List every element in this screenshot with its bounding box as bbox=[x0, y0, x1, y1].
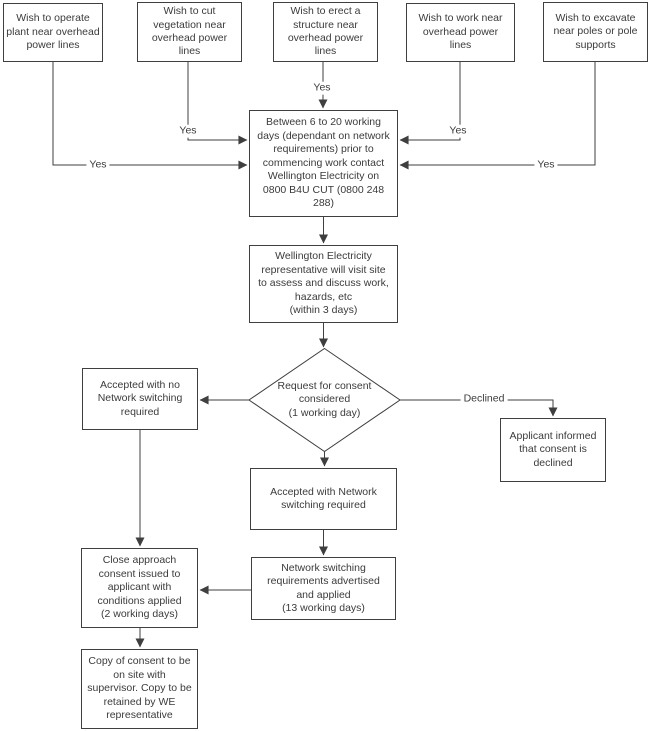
edge-label-yes-excavate: Yes bbox=[534, 158, 558, 172]
flow-node-consent-decision: Request for consent considered (1 workin… bbox=[252, 374, 397, 426]
flow-node-network-switching-requirements: Network switching requirements advertise… bbox=[251, 557, 396, 620]
flow-node-text: Network switching requirements advertise… bbox=[267, 561, 380, 614]
edge-label-yes-erect: Yes bbox=[310, 81, 334, 95]
flow-node-wish-excavate: Wish to excavate near poles or pole supp… bbox=[543, 2, 648, 62]
flow-node-close-approach-consent: Close approach consent issued to applica… bbox=[81, 548, 198, 628]
decision-diamond-shape bbox=[248, 347, 401, 453]
flow-node-text: Applicant informed that consent is decli… bbox=[509, 429, 597, 469]
flow-node-copy-of-consent: Copy of consent to be on site with super… bbox=[81, 649, 198, 729]
flow-node-text: Wish to cut vegetation near overhead pow… bbox=[151, 5, 228, 58]
flow-node-text: Accepted with no Network switching requi… bbox=[97, 378, 183, 418]
flow-node-site-visit: Wellington Electricity representative wi… bbox=[249, 245, 398, 323]
arrow-work-to-contact bbox=[399, 62, 461, 145]
flow-node-accepted-with-switching: Accepted with Network switching required bbox=[250, 468, 397, 530]
edge-label-yes-work: Yes bbox=[446, 124, 470, 138]
arrow-excavate-to-contact bbox=[399, 62, 596, 170]
edge-label-yes-cut: Yes bbox=[176, 124, 200, 138]
arrow-decision-to-declined bbox=[400, 399, 558, 417]
flow-node-text: Copy of consent to be on site with super… bbox=[87, 655, 192, 722]
arrow-cut-to-contact bbox=[187, 62, 248, 145]
flow-node-wish-erect-structure: Wish to erect a structure near overhead … bbox=[273, 2, 378, 62]
edge-label-declined: Declined bbox=[460, 392, 508, 406]
arrow-operate-to-contact bbox=[52, 62, 248, 170]
flow-node-text: Between 6 to 20 working days (dependant … bbox=[257, 116, 390, 210]
flow-node-wish-operate-plant: Wish to operate plant near overhead powe… bbox=[3, 3, 103, 62]
flow-node-consent-declined: Applicant informed that consent is decli… bbox=[500, 418, 606, 482]
flow-node-text: Request for consent considered (1 workin… bbox=[277, 379, 372, 419]
flow-node-accepted-no-switching: Accepted with no Network switching requi… bbox=[82, 368, 198, 430]
flow-node-contact-wellington-electricity: Between 6 to 20 working days (dependant … bbox=[249, 110, 398, 217]
flow-node-text: Wish to operate plant near overhead powe… bbox=[6, 12, 100, 52]
flow-node-text: Wish to erect a structure near overhead … bbox=[287, 5, 364, 58]
flow-node-text: Close approach consent issued to applica… bbox=[97, 554, 182, 621]
flow-node-text: Wish to work near overhead power lines bbox=[418, 12, 503, 52]
flow-node-wish-cut-vegetation: Wish to cut vegetation near overhead pow… bbox=[137, 2, 242, 62]
flow-node-wish-work-near: Wish to work near overhead power lines bbox=[406, 3, 515, 62]
flow-node-text: Wellington Electricity representative wi… bbox=[258, 250, 389, 317]
flow-node-text: Wish to excavate near poles or pole supp… bbox=[553, 11, 638, 51]
flow-node-text: Accepted with Network switching required bbox=[270, 485, 377, 511]
edge-label-yes-operate: Yes bbox=[86, 158, 110, 172]
